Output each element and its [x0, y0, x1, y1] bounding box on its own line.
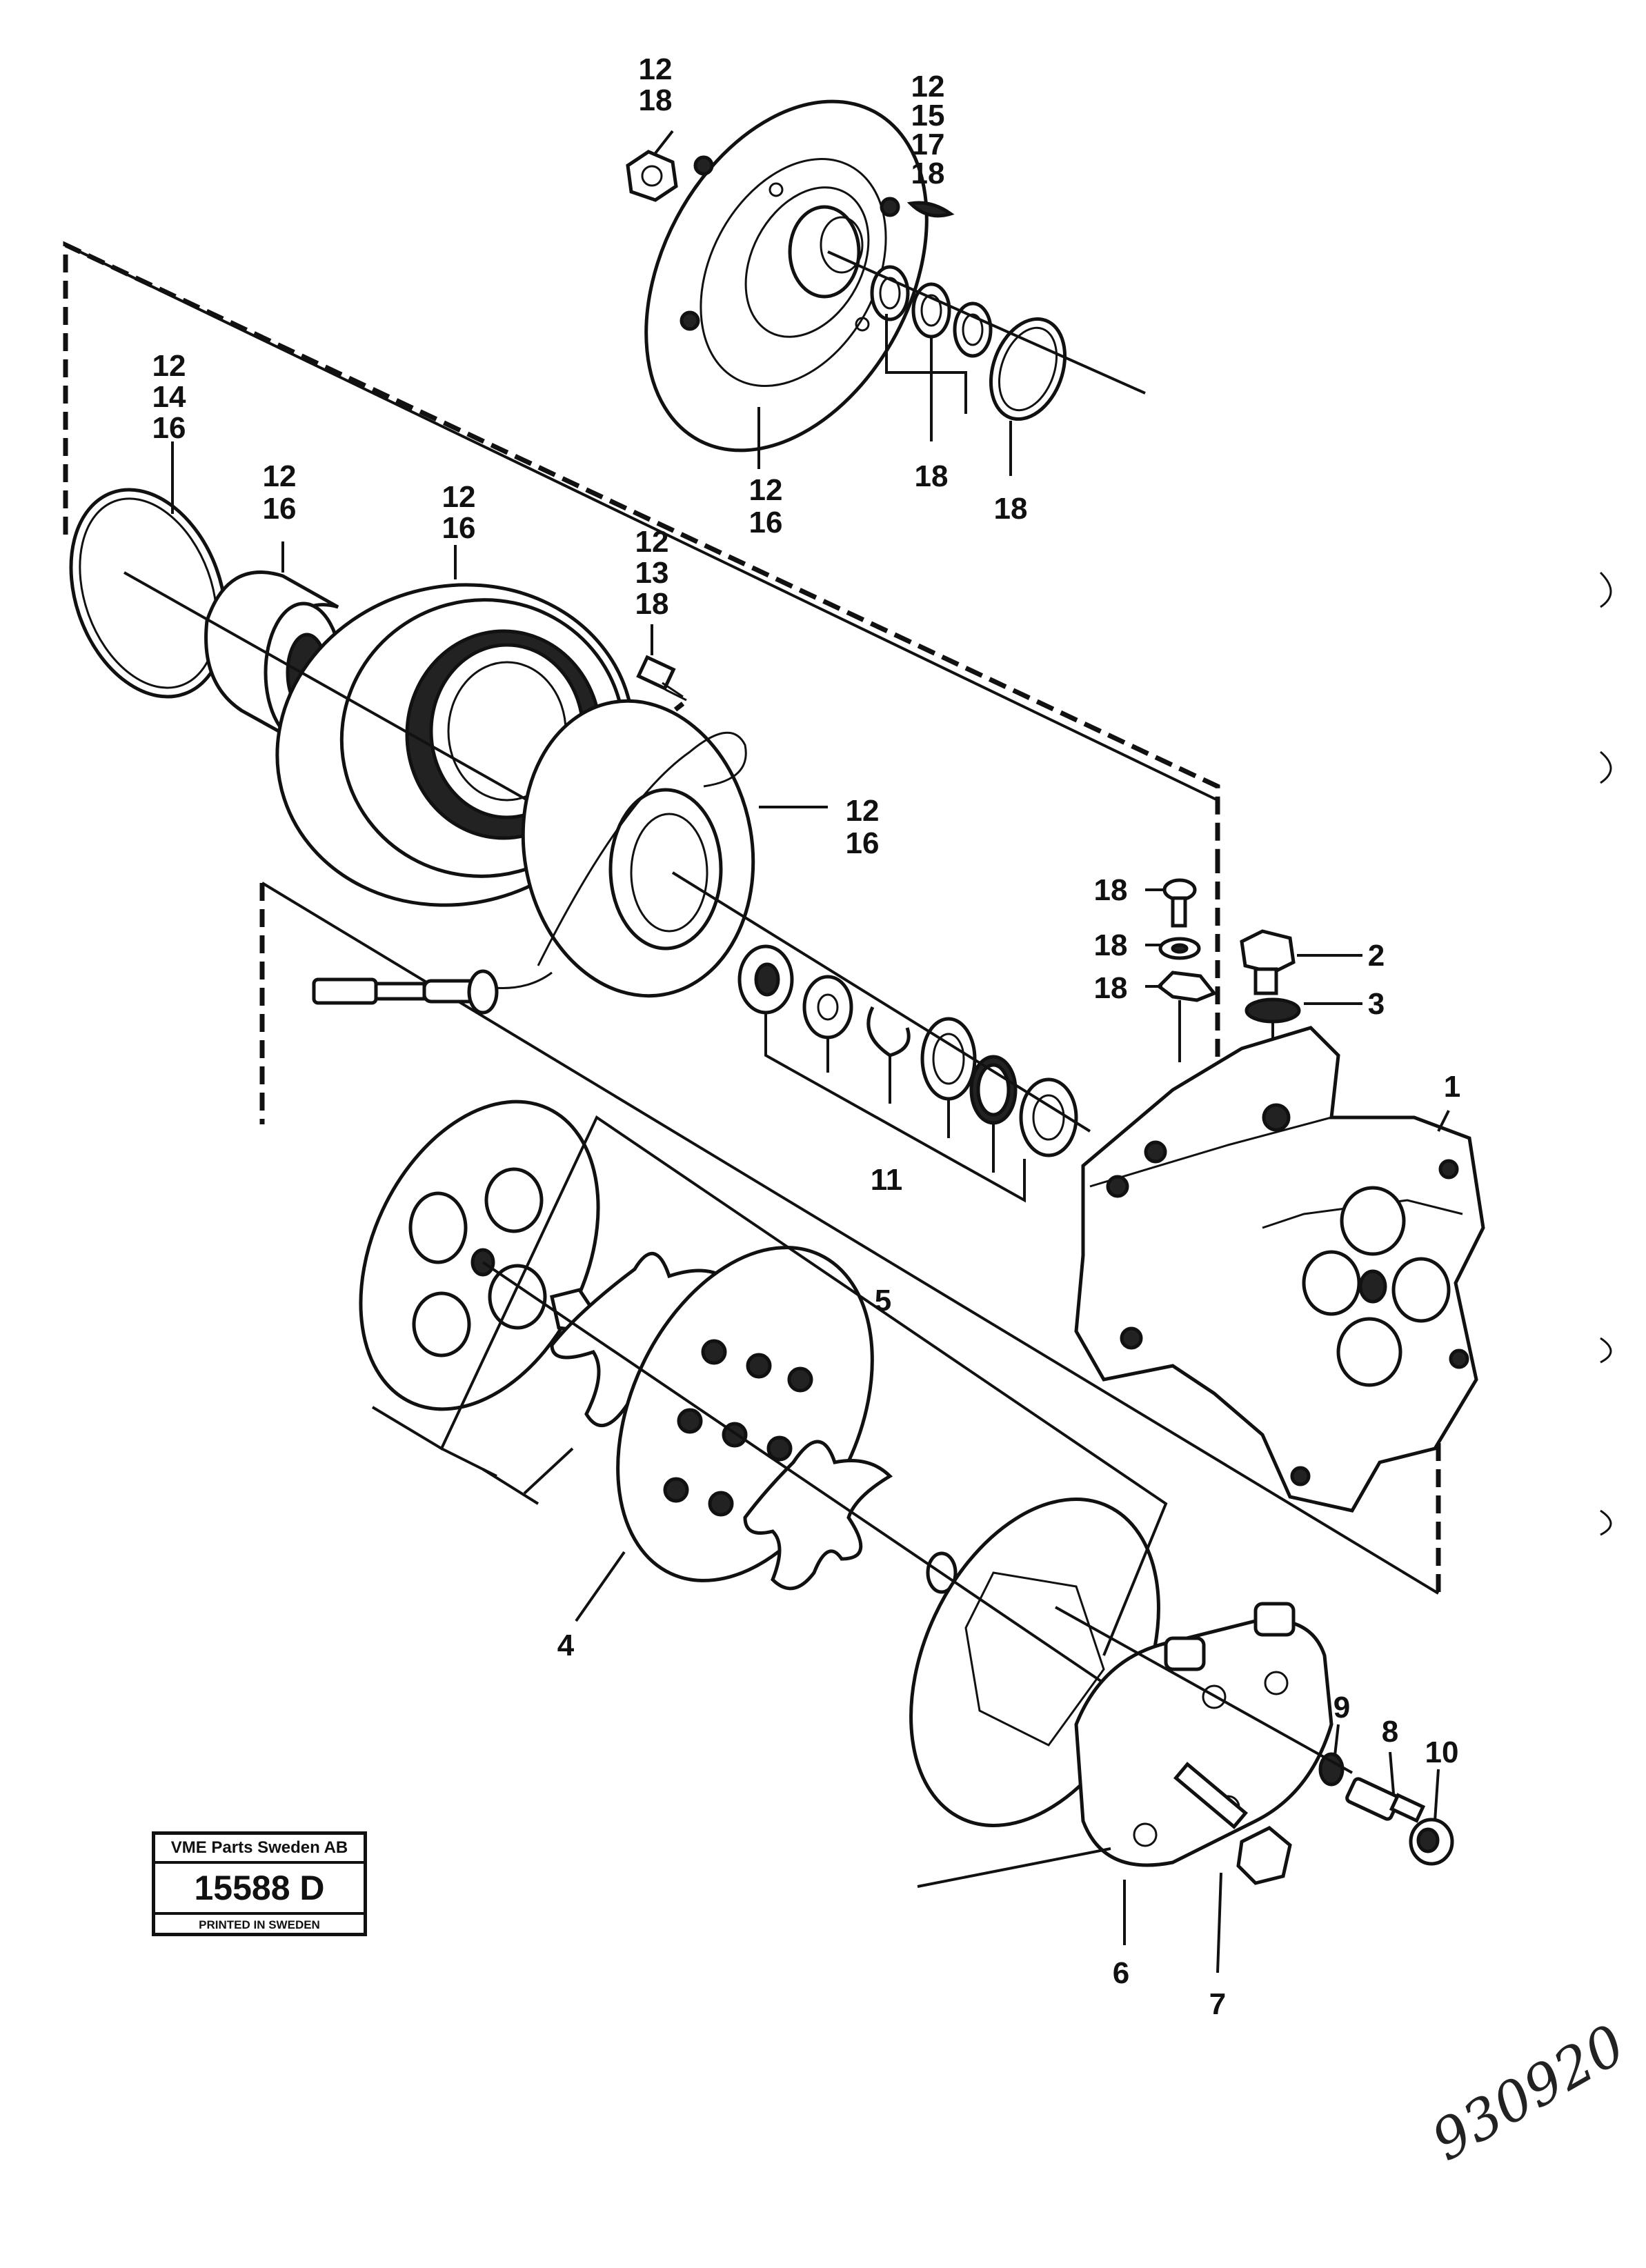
callout-top-key: 12 15 17 18 — [911, 70, 945, 190]
callout-label: 16 — [152, 411, 186, 445]
callout-valve-plate: 4 — [557, 1629, 575, 1662]
callout-label: 18 — [911, 157, 945, 190]
callout-label: 16 — [749, 506, 783, 539]
callout-label: 16 — [442, 511, 476, 545]
callout-label: 12 — [152, 349, 186, 383]
callout-clip: 18 — [1094, 971, 1128, 1005]
callout-label: 15 — [911, 99, 945, 132]
callout-label: 12 — [635, 525, 669, 559]
callout-label: 12 — [749, 473, 783, 507]
callout-washer: 18 — [1094, 928, 1128, 962]
callout-top-snap-ring: 18 — [994, 492, 1028, 526]
stamp-company: VME Parts Sweden AB — [155, 1835, 364, 1864]
callout-screw: 18 — [1094, 873, 1128, 907]
callout-hub-plate: 12 16 — [749, 473, 783, 539]
callout-label: 12 — [639, 52, 673, 86]
top-snap-ring-icon — [989, 317, 1067, 421]
cap-icon — [1409, 1818, 1454, 1866]
gasket-plate-icon — [359, 1100, 600, 1411]
callout-bearing: 12 16 — [263, 459, 297, 526]
callout-bolt: 7 — [1209, 1987, 1226, 2021]
small-screw-icon — [1162, 878, 1197, 928]
callout-cylinder-head: 6 — [1113, 1956, 1129, 1990]
stamp-printed: PRINTED IN SWEDEN — [199, 1918, 320, 1931]
reed-valve-2-icon — [743, 1440, 893, 1591]
callout-label: 12 — [442, 480, 476, 514]
callout-top-nut: 12 18 — [639, 52, 673, 117]
plug-icon — [1240, 929, 1296, 995]
hub-plate — [644, 99, 929, 452]
stamp-number: 15588 D — [155, 1864, 364, 1915]
document-stamp: VME Parts Sweden AB 15588 D PRINTED IN S… — [152, 1831, 367, 1936]
valve-fitting-icon — [1345, 1777, 1426, 1823]
cylinder-head-icon — [1074, 1602, 1333, 1867]
callout-seal-ring: 9 — [1333, 1691, 1350, 1724]
woodruff-key-icon — [906, 201, 955, 218]
callout-label: 17 — [911, 128, 945, 161]
left-snap-ring-icon — [69, 488, 228, 699]
coil-icon — [482, 699, 755, 998]
callout-valve-plate-kit: 5 — [875, 1284, 891, 1317]
washer-icon — [1158, 937, 1201, 960]
callout-label: 12 — [263, 459, 297, 493]
callout-shims: 18 — [915, 459, 949, 493]
compressor-body-icon — [1074, 1026, 1485, 1513]
shim-washers — [870, 265, 993, 358]
coil-screw-icon — [636, 655, 687, 702]
seal-ring-icon — [1318, 1752, 1345, 1787]
callout-valve: 8 — [1382, 1715, 1398, 1749]
clip-icon — [1156, 971, 1218, 1002]
callout-coil: 12 16 — [846, 794, 880, 860]
callout-left-snap-ring: 12 14 16 — [152, 349, 186, 445]
connector-icon — [312, 969, 499, 1015]
callout-plug: 2 — [1368, 939, 1385, 973]
bolt-icon — [1173, 1762, 1292, 1885]
callout-label: 18 — [639, 83, 673, 117]
scan-marks — [1599, 571, 1612, 1536]
callout-label: 14 — [152, 380, 186, 414]
callout-seal-kit: 11 — [871, 1163, 903, 1197]
callout-compressor-body: 1 — [1444, 1070, 1460, 1104]
seal-kit-parts — [737, 944, 1078, 1157]
callout-label: 12 — [846, 794, 880, 828]
callout-o-ring: 3 — [1368, 987, 1385, 1021]
callout-cap: 10 — [1425, 1735, 1459, 1769]
o-ring-icon — [1245, 997, 1301, 1024]
hub-nut-icon — [626, 150, 678, 202]
callout-label: 12 — [911, 70, 945, 103]
callout-label: 16 — [846, 826, 880, 860]
callout-pulley: 12 16 — [442, 480, 476, 545]
callout-label: 18 — [635, 587, 669, 621]
callout-coil-screw: 12 13 18 — [635, 525, 669, 621]
callout-label: 13 — [635, 556, 669, 590]
callout-label: 16 — [263, 492, 297, 526]
